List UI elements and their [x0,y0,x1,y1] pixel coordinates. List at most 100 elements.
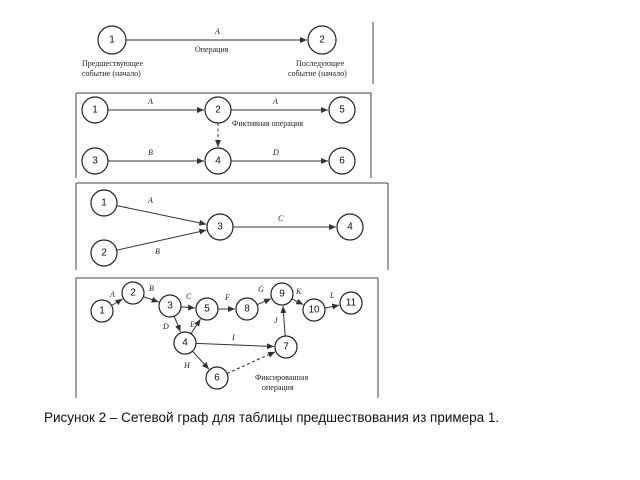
edge-label: D [272,148,279,157]
node-6: 6 [328,147,356,175]
node-5: 5 [195,297,219,321]
node-5: 5 [328,96,356,124]
edge-3-5 [180,304,196,311]
edge-4-7 [195,342,275,350]
node-circle [206,213,234,241]
node-circle [307,25,337,55]
edge-label: A [147,196,153,205]
node-label: 4 [347,222,353,233]
edge-label: J [274,316,278,325]
frame-lines [75,22,389,398]
edge-9-10 [291,298,304,306]
edge-label: A [109,290,115,299]
edge-label: K [295,287,302,296]
node-circle [121,281,145,305]
edge-8-9 [256,298,272,306]
node-label: 1 [99,306,105,317]
edge-label: H [183,361,191,370]
edge-label: L [329,291,335,300]
graph-note: Фиксированная [255,373,308,382]
node-circle [81,96,109,124]
node-label: 1 [92,105,98,116]
node-1: 1 [81,96,109,124]
node-1: 1 [90,189,118,217]
node-7: 7 [274,335,298,359]
edge-label: F [224,293,230,302]
node-circle [90,299,114,323]
node-circle [328,147,356,175]
node-circle [90,189,118,217]
node-11: 11 [339,291,363,315]
edge-1-2 [111,298,123,306]
edge-label: A [214,27,220,36]
node-label: 4 [215,156,221,167]
node-4: 4 [204,147,232,175]
edge-3-4 [173,316,181,333]
node-label: 9 [279,289,285,300]
node-3: 3 [81,147,109,175]
graph-note: Фиктивная операция [232,119,303,128]
node-circle [302,298,326,322]
edge-10-11 [324,303,340,310]
figure-caption: Рисунок 2 – Сетевой граф для таблицы пре… [44,410,500,425]
node-4: 4 [336,213,364,241]
node-label: 4 [182,338,188,349]
edge-label: C [278,214,284,223]
node-4: 4 [173,331,197,355]
node-circle [274,335,298,359]
node-circle [235,297,259,321]
node-label: 6 [214,373,220,384]
node-2: 2 [204,96,232,124]
edge-label: B [155,247,160,256]
node-label: 1 [101,198,107,209]
node-label: 1 [109,35,115,46]
graph-note: Предшествующее [82,59,143,68]
node-circle [270,282,294,306]
node-label: 11 [346,298,357,309]
node-label: 6 [339,156,345,167]
node-circle [195,297,219,321]
node-label: 3 [167,301,173,312]
node-label: 3 [92,156,98,167]
edge-label: G [258,285,264,294]
node-2: 2 [90,239,118,267]
graph-note: Операция [195,45,229,54]
node-label: 7 [283,342,289,353]
graph-note: событие (начало) [82,69,141,78]
edge-4-6 [192,350,210,370]
node-2: 2 [307,25,337,55]
edge-4-5 [190,318,201,335]
node-2: 2 [121,281,145,305]
edge-1-3 [116,205,207,226]
edge-7-9 [280,305,287,337]
node-circle [81,147,109,175]
node-label: 5 [339,105,345,116]
node-label: 2 [130,288,136,299]
edge-label: A [147,97,153,106]
node-circle [205,366,229,390]
node-label: 3 [217,222,223,233]
graph-note: Последующее [296,59,345,68]
node-8: 8 [235,297,259,321]
node-circle [97,25,127,55]
node-circle [90,239,118,267]
node-9: 9 [270,282,294,306]
node-circle [328,96,356,124]
node-3: 3 [206,213,234,241]
node-1: 1 [97,25,127,55]
node-circle [204,147,232,175]
edge-2-3 [116,228,207,251]
edge-label: B [149,284,154,293]
node-circle [336,213,364,241]
node-label: 2 [101,248,107,259]
node-label: 2 [215,105,221,116]
edge-label: A [272,97,278,106]
node-circle [173,331,197,355]
node-1: 1 [90,299,114,323]
edge-label: E [189,320,195,329]
node-circle [339,291,363,315]
node-6: 6 [205,366,229,390]
